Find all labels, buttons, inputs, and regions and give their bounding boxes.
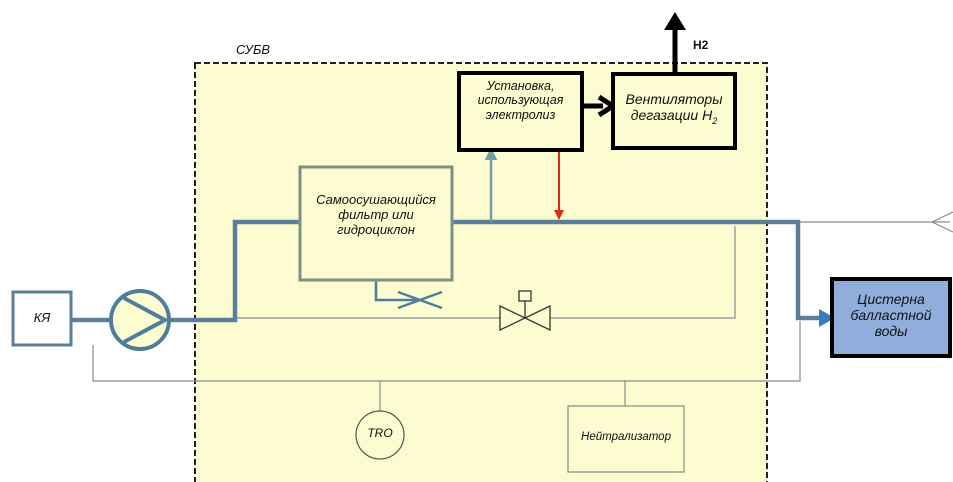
degassing-line-2: дегазации H2 bbox=[613, 107, 735, 126]
electrolysis-unit-box bbox=[457, 71, 584, 152]
neutralizer-label: Нейтрализатор bbox=[581, 431, 671, 443]
degassing-line-2-text: дегазации H bbox=[630, 107, 713, 124]
filter-line-3: гидроциклон bbox=[337, 221, 415, 237]
filter-line-2: фильтр или bbox=[338, 206, 414, 222]
degassing-line-1: Вентиляторы bbox=[625, 91, 723, 107]
degassing-fans-label: Вентиляторы дегазации H2 bbox=[613, 91, 735, 126]
sea-chest-box bbox=[11, 290, 73, 347]
degassing-fans-box bbox=[611, 72, 737, 150]
filter-box bbox=[298, 165, 454, 282]
ballast-tank-line-3: воды bbox=[874, 323, 908, 340]
degassing-h2-subscript: 2 bbox=[712, 115, 718, 126]
h2-vent-arrow bbox=[664, 12, 686, 74]
ballast-inflow-arrow-icon bbox=[819, 309, 835, 327]
main-pipeline bbox=[71, 219, 822, 323]
electrolysis-line-2: использующая bbox=[477, 93, 564, 108]
electrolysis-unit-label: Установка, использующая электролиз bbox=[459, 79, 582, 122]
ballast-tank-box bbox=[830, 277, 952, 358]
bypass-valve-icon bbox=[499, 290, 551, 332]
thin-pipelines bbox=[92, 211, 953, 413]
h2-output-label: H2 bbox=[693, 38, 709, 52]
sea-chest-label: КЯ bbox=[33, 310, 51, 325]
electrolysis-line-3: электролиз bbox=[485, 107, 556, 122]
system-label: СУБВ bbox=[236, 42, 271, 57]
ballast-tank-line-1: Цистерна bbox=[857, 291, 925, 307]
filter-drain-line bbox=[374, 280, 443, 310]
tro-sensor-circle bbox=[355, 410, 405, 460]
filter-label: Самоосушающийся фильтр или гидроциклон bbox=[300, 192, 452, 238]
ballast-tank-label: Цистерна балластной воды bbox=[832, 291, 950, 339]
filter-line-1: Самоосушающийся bbox=[316, 192, 436, 207]
ballast-tank-line-2: балластной bbox=[850, 307, 932, 324]
pump-icon bbox=[109, 289, 171, 351]
neutralizer-box bbox=[567, 405, 685, 473]
electrolysis-line-1: Установка, bbox=[486, 79, 555, 93]
tro-label: TRO bbox=[367, 426, 393, 440]
